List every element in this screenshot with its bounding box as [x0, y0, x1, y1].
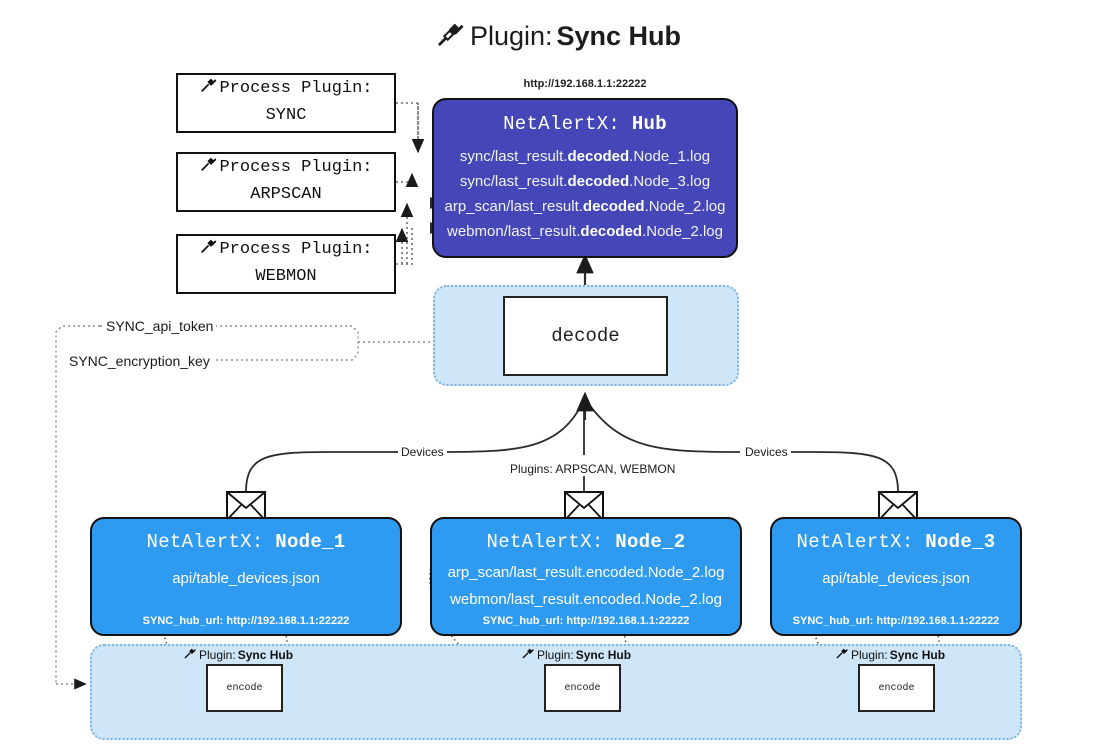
node-box-node-2[interactable]: NetAlertX: Node_2 arp_scan/last_result.e… [430, 517, 742, 636]
hub-title-name: Hub [631, 113, 667, 135]
hub-file-row: webmon/last_result.decoded.Node_2.log [447, 223, 723, 240]
hub-title: NetAlertX: Hub [434, 113, 736, 135]
page-title: Plugin: Sync Hub [0, 18, 1117, 55]
hub-file-row: sync/last_result.decoded.Node_1.log [459, 148, 711, 165]
token-label-api: SYNC_api_token [103, 318, 217, 334]
hub-file-row: sync/last_result.decoded.Node_3.log [459, 173, 711, 190]
process-plugin-name: SYNC [265, 106, 307, 125]
process-plugin-sync[interactable]: Process Plugin: SYNC [176, 73, 396, 133]
encoder-caption-1: Plugin: Sync Hub [183, 646, 293, 663]
plug-icon [835, 646, 849, 663]
plug-icon [183, 646, 197, 663]
process-plugin-label: Process Plugin: [219, 158, 373, 178]
plug-icon [199, 236, 218, 265]
encode-box-1[interactable]: encode [206, 664, 283, 712]
title-name: Sync Hub [556, 21, 682, 51]
encode-box-2[interactable]: encode [544, 664, 621, 712]
node-file-list: arp_scan/last_result.encoded.Node_2.log … [432, 559, 740, 613]
node-file-row: api/table_devices.json [172, 570, 320, 587]
title-prefix: Plugin: [469, 21, 553, 51]
process-plugin-name: WEBMON [255, 267, 317, 286]
hub-file-list: sync/last_result.decoded.Node_1.log sync… [434, 144, 736, 244]
plug-icon [436, 18, 466, 55]
node-file-row: api/table_devices.json [822, 570, 970, 587]
node-hub-url: SYNC_hub_url: http://192.168.1.1:22222 [142, 615, 350, 627]
edge-label-devices-left: Devices [398, 445, 447, 459]
token-label-key: SYNC_encryption_key [66, 353, 213, 369]
encoder-caption-name: Sync Hub [889, 647, 946, 662]
node-title: NetAlertX: Node_3 [796, 531, 996, 553]
edge-label-plugins: Plugins: ARPSCAN, WEBMON [507, 462, 679, 476]
node-file-row: arp_scan/last_result.encoded.Node_2.log [447, 564, 725, 581]
node-title: NetAlertX: Node_1 [146, 531, 346, 553]
envelope-icon-node1 [226, 491, 266, 526]
hub-box[interactable]: NetAlertX: Hub sync/last_result.decoded.… [432, 98, 738, 258]
plug-icon [199, 154, 218, 183]
node-file-list: api/table_devices.json [772, 565, 1020, 592]
process-plugin-webmon[interactable]: Process Plugin: WEBMON [176, 234, 396, 294]
encoder-caption-prefix: Plugin: [199, 647, 236, 662]
encoder-caption-name: Sync Hub [237, 647, 294, 662]
process-plugin-arpscan[interactable]: Process Plugin: ARPSCAN [176, 152, 396, 212]
encoder-caption-prefix: Plugin: [537, 647, 574, 662]
hub-title-prefix: NetAlertX: [503, 113, 621, 135]
process-plugin-label: Process Plugin: [219, 79, 373, 99]
encode-box-3[interactable]: encode [858, 664, 935, 712]
plug-icon [521, 646, 535, 663]
encoder-caption-prefix: Plugin: [851, 647, 888, 662]
node-file-list: api/table_devices.json [92, 565, 400, 592]
node-box-node-1[interactable]: NetAlertX: Node_1 api/table_devices.json… [90, 517, 402, 636]
edge-label-devices-right: Devices [742, 445, 791, 459]
encoder-caption-name: Sync Hub [575, 647, 632, 662]
encoder-caption-3: Plugin: Sync Hub [835, 646, 945, 663]
envelope-icon-node2 [564, 491, 604, 526]
plug-icon [199, 75, 218, 104]
encoder-caption-2: Plugin: Sync Hub [521, 646, 631, 663]
process-plugin-name: ARPSCAN [250, 185, 322, 204]
hub-url-label: http://192.168.1.1:22222 [523, 78, 647, 90]
hub-file-row: arp_scan/last_result.decoded.Node_2.log [444, 198, 726, 215]
node-hub-url: SYNC_hub_url: http://192.168.1.1:22222 [792, 615, 1000, 627]
node-hub-url: SYNC_hub_url: http://192.168.1.1:22222 [482, 615, 690, 627]
node-file-row: webmon/last_result.encoded.Node_2.log [450, 591, 722, 608]
node-box-node-3[interactable]: NetAlertX: Node_3 api/table_devices.json… [770, 517, 1022, 636]
node-title: NetAlertX: Node_2 [486, 531, 686, 553]
process-plugin-label: Process Plugin: [219, 240, 373, 260]
decode-box[interactable]: decode [503, 296, 668, 376]
